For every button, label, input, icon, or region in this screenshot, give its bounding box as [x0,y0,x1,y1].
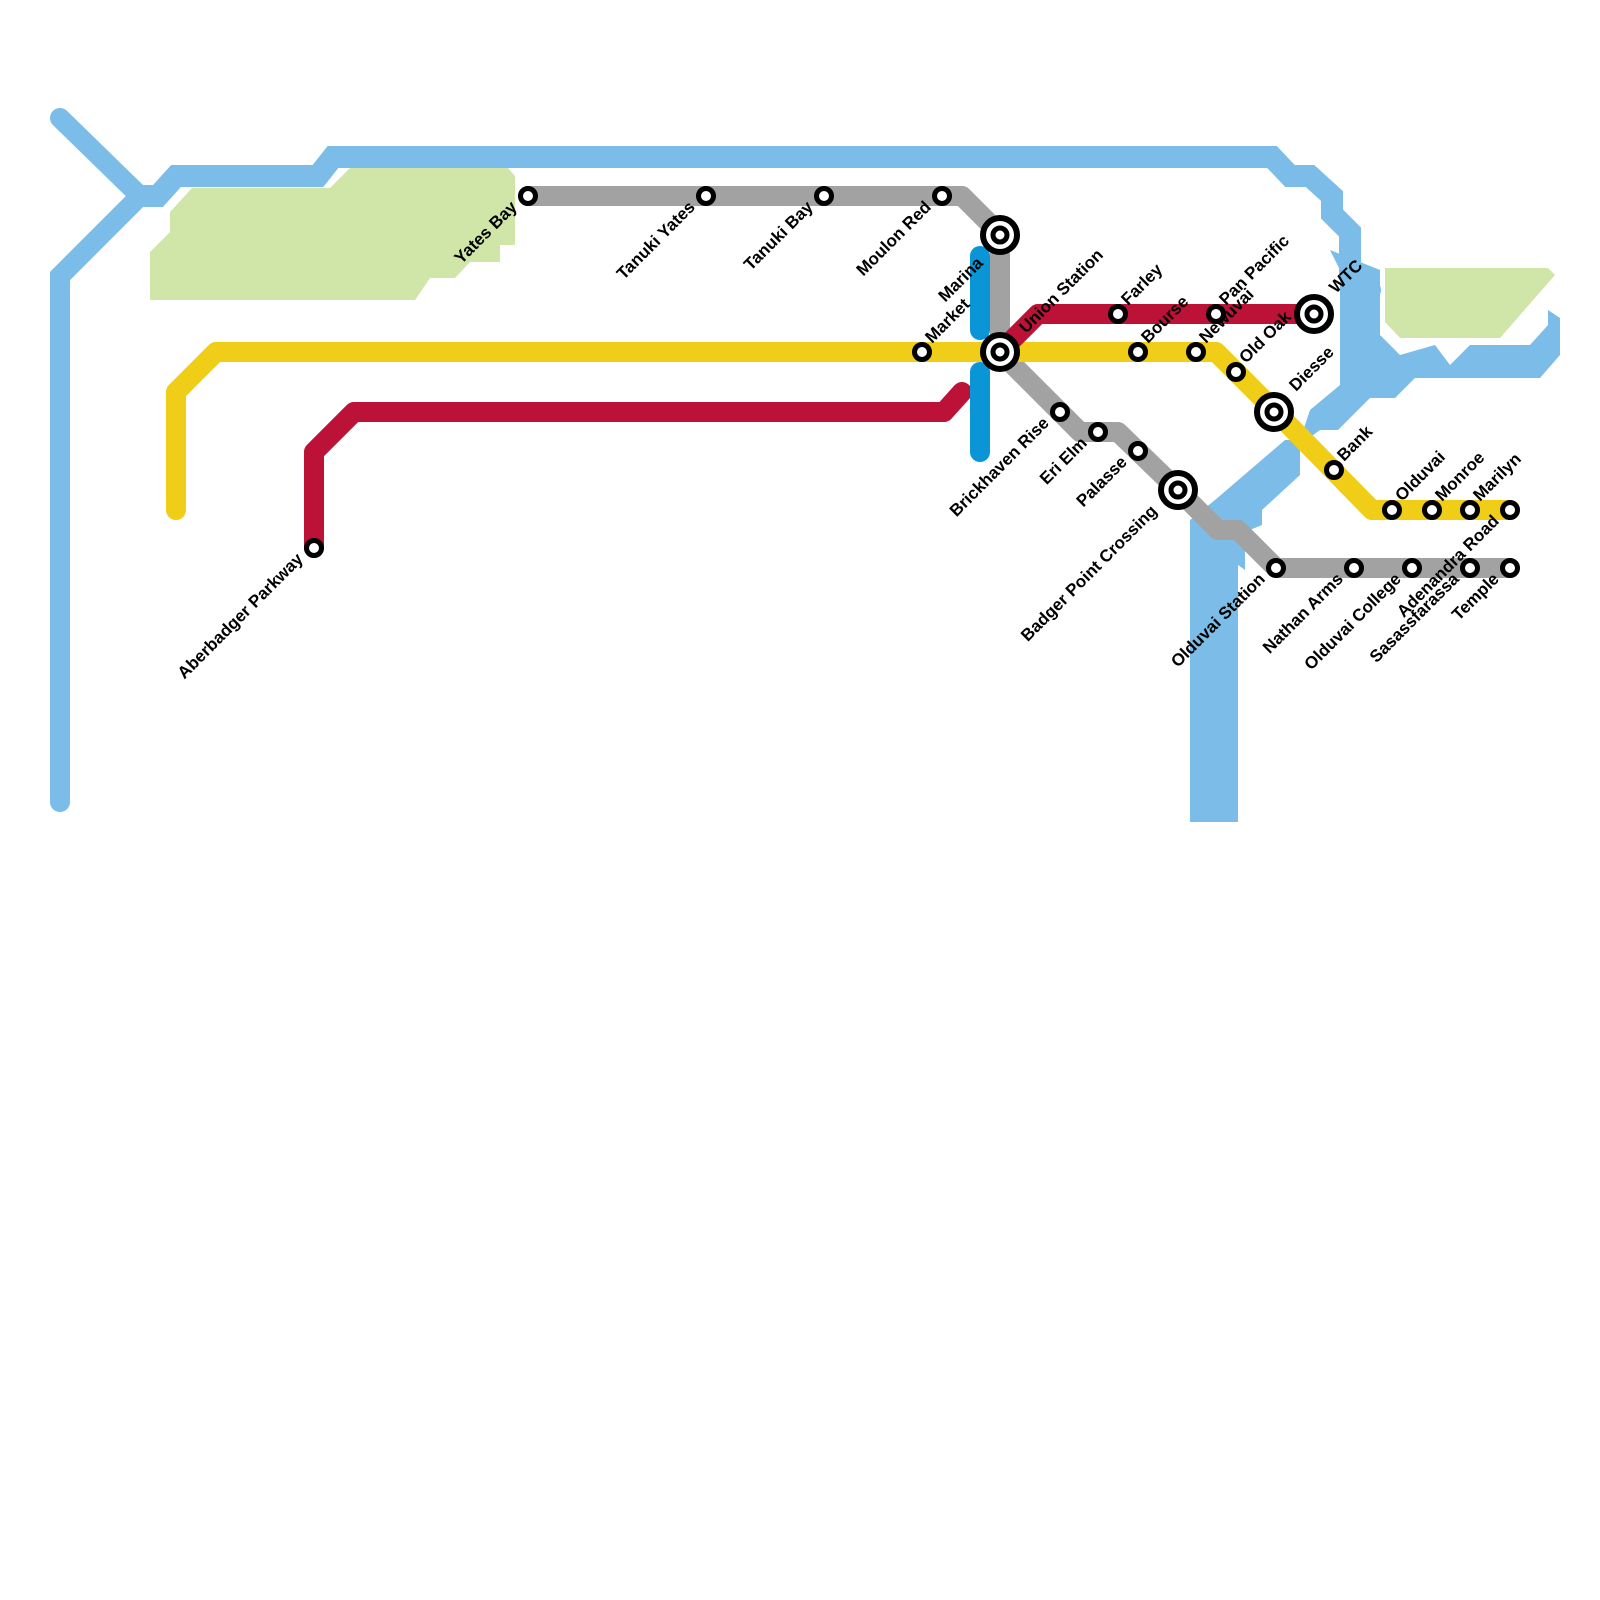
station-farley[interactable] [1108,304,1128,324]
station-newuvai[interactable] [1186,342,1206,362]
station-stop-icon [1324,460,1344,480]
station-stop-icon [696,186,716,206]
station-temple[interactable] [1500,558,1520,578]
station-label: Olduvai College [1301,569,1405,673]
yellow-line-segment [166,342,1520,520]
station-stop-icon [1422,500,1442,520]
station-stop-icon [1128,342,1148,362]
interchange-inner-ring [990,225,1010,245]
station-wtc[interactable] [1294,294,1334,334]
station-badger-point-crossing[interactable] [1158,470,1198,510]
station-label: Palasse [1073,452,1131,510]
park-1 [150,168,515,300]
station-stop-icon [1088,422,1108,442]
station-stop-icon [1206,304,1226,324]
station-moulon-red[interactable] [932,186,952,206]
station-olduvai-station[interactable] [1266,558,1286,578]
station-monroe[interactable] [1422,500,1442,520]
station-label: Eri Elm [1036,433,1091,488]
station-stop-icon [1460,500,1480,520]
station-stop-icon [1382,500,1402,520]
station-stop-icon [1500,558,1520,578]
station-layer [304,186,1520,578]
interchange-inner-ring [990,342,1010,362]
station-marilyn[interactable] [1460,500,1480,520]
station-olduvai[interactable] [1382,500,1402,520]
station-aberbadger-parkway[interactable] [304,538,324,558]
station-stop-icon [1500,500,1520,520]
station-yates-bay[interactable] [518,186,538,206]
river-2 [129,146,1381,301]
station-sasassfarassa[interactable] [1460,558,1480,578]
station-label: Moulon Red [853,197,935,279]
station-stop-icon [1402,558,1422,578]
station-stop-icon [814,186,834,206]
station-olduvai-college[interactable] [1402,558,1422,578]
station-stop-icon [304,538,324,558]
station-pan-pacific[interactable] [1206,304,1226,324]
station-bourse[interactable] [1128,342,1148,362]
harbor-water [1190,250,1560,822]
station-label: Diesse [1285,343,1337,395]
station-palasse[interactable] [1128,441,1148,461]
station-stop-icon [932,186,952,206]
station-label: Brickhaven Rise [946,413,1053,520]
station-union-station[interactable] [980,332,1020,372]
station-stop-icon [1128,441,1148,461]
station-marina[interactable] [980,215,1020,255]
station-tanuki-yates[interactable] [696,186,716,206]
park-layer [150,168,1555,338]
station-brickhaven-rise[interactable] [1050,402,1070,422]
park-2 [1385,268,1555,338]
station-stop-icon [912,342,932,362]
station-stop-icon [1266,558,1286,578]
station-stop-icon [1460,558,1480,578]
station-label: Aberbadger Parkway [174,549,307,682]
station-label: Tanuki Bay [740,197,817,274]
station-stop-icon [1050,402,1070,422]
station-market[interactable] [912,342,932,362]
station-stop-icon [1108,304,1128,324]
station-adenandra-road[interactable] [1500,500,1520,520]
station-nathan-arms[interactable] [1344,558,1364,578]
river-1 [50,108,155,812]
water-layer [50,108,1560,822]
station-label: Farley [1117,260,1166,309]
station-tanuki-bay[interactable] [814,186,834,206]
station-stop-icon [1186,342,1206,362]
station-label: Tanuki Yates [613,197,699,283]
interchange-inner-ring [1168,480,1188,500]
station-label: Badger Point Crossing [1017,501,1161,645]
interchange-inner-ring [1304,304,1324,324]
station-stop-icon [518,186,538,206]
station-stop-icon [1226,362,1246,382]
red-line-segment [304,382,972,558]
station-old-oak[interactable] [1226,362,1246,382]
station-eri-elm[interactable] [1088,422,1108,442]
station-bank[interactable] [1324,460,1344,480]
station-diesse[interactable] [1254,392,1294,432]
interchange-inner-ring [1264,402,1284,422]
station-stop-icon [1344,558,1364,578]
